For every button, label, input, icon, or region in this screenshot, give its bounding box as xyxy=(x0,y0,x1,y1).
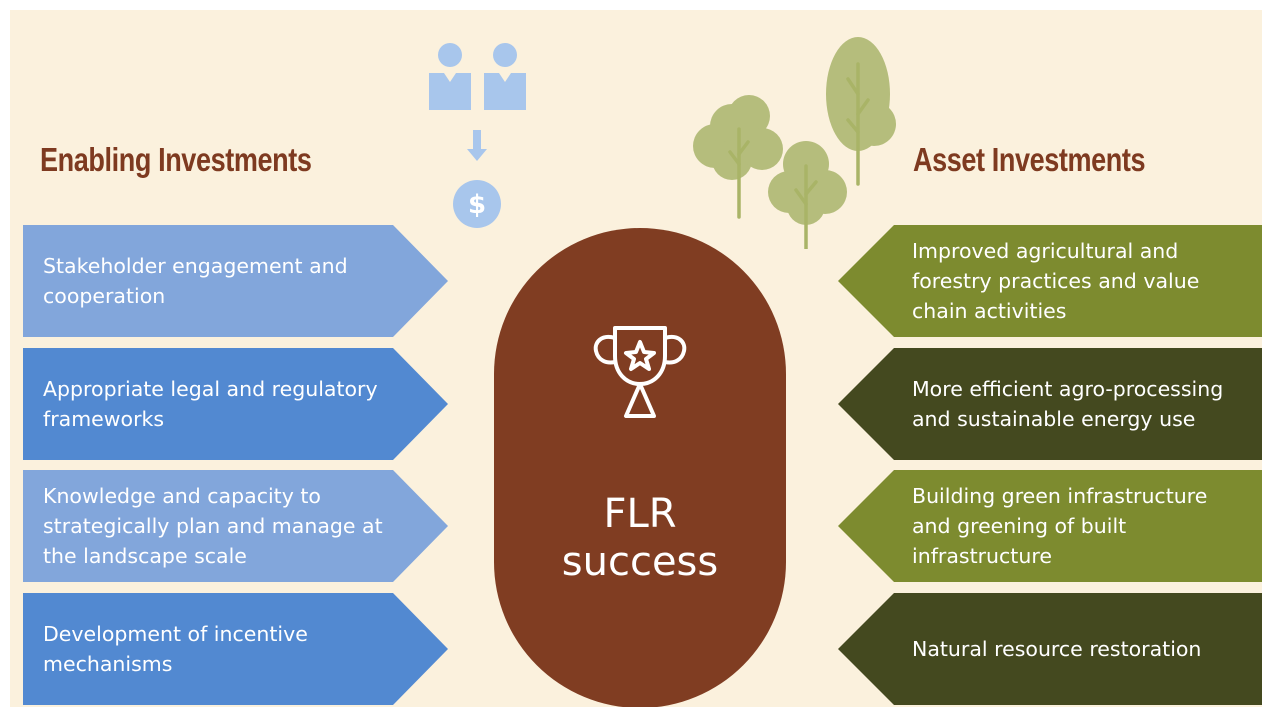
enabling-investments-heading: Enabling Investments xyxy=(40,141,312,178)
success-label: success xyxy=(561,539,719,585)
asset-item-label: Improved agricultural and forestry pract… xyxy=(912,239,1200,323)
people-to-money-icon: $ xyxy=(429,43,526,228)
asset-item-restoration: Natural resource restoration xyxy=(838,593,1262,705)
asset-item-green-infrastructure: Building green infrastructure and greeni… xyxy=(838,470,1262,582)
asset-item-label: More efficient agro-processing and susta… xyxy=(912,377,1224,431)
enabling-item-incentive: Development of incentive mechanisms xyxy=(23,593,448,705)
flr-diagram: Enabling Investments Asset Investments $ xyxy=(10,10,1262,707)
trophy-icon xyxy=(593,326,687,418)
flr-label: FLR xyxy=(603,491,677,537)
svg-text:$: $ xyxy=(468,190,486,220)
enabling-item-label: Development of incentive mechanisms xyxy=(43,622,308,676)
enabling-item-label: Stakeholder engagement and cooperation xyxy=(43,254,348,308)
enabling-item-label: Knowledge and capacity to strategically … xyxy=(43,484,383,568)
enabling-item-label: Appropriate legal and regulatory framewo… xyxy=(43,377,378,431)
asset-item-agro-processing: More efficient agro-processing and susta… xyxy=(838,348,1262,460)
asset-item-agriculture: Improved agricultural and forestry pract… xyxy=(838,225,1262,337)
enabling-item-stakeholder: Stakeholder engagement and cooperation xyxy=(23,225,448,337)
enabling-item-knowledge: Knowledge and capacity to strategically … xyxy=(23,470,448,582)
asset-item-label: Natural resource restoration xyxy=(912,637,1202,661)
trees-icon xyxy=(693,37,896,249)
asset-item-label: Building green infrastructure and greeni… xyxy=(912,484,1208,568)
asset-investments-heading: Asset Investments xyxy=(913,141,1146,178)
enabling-item-legal: Appropriate legal and regulatory framewo… xyxy=(23,348,448,460)
flr-success-pill: FLR success xyxy=(494,228,786,707)
